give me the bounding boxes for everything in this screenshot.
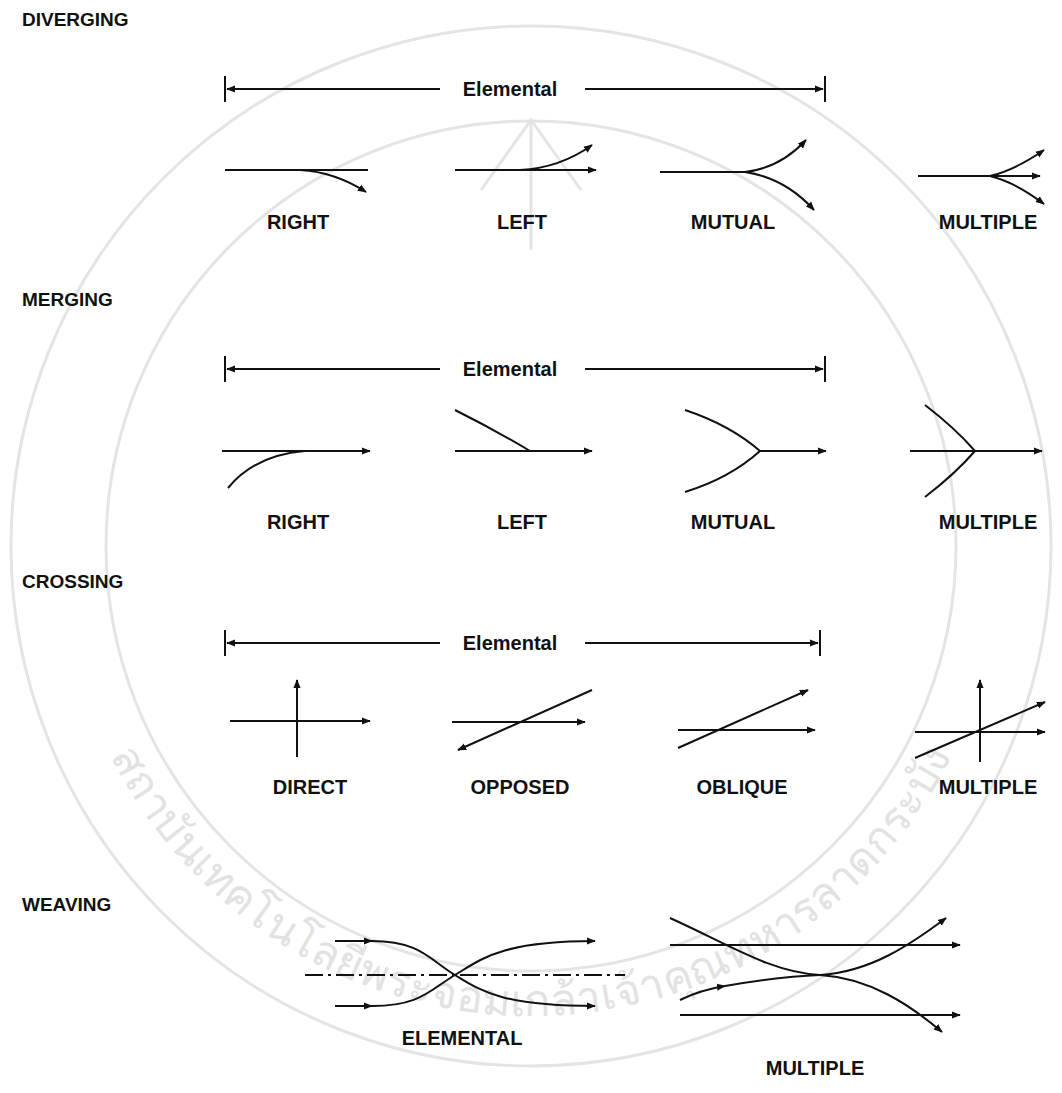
crossing-figures <box>225 630 1045 762</box>
figure-caption: DIRECT <box>273 776 347 798</box>
range-label: Elemental <box>457 632 563 654</box>
range-label: Elemental <box>457 78 563 100</box>
range-label: Elemental <box>457 358 563 380</box>
figure-caption: MUTUAL <box>691 211 775 233</box>
section-heading: CROSSING <box>22 572 123 593</box>
figure-caption: OPPOSED <box>471 776 570 798</box>
figure-caption: LEFT <box>497 511 547 533</box>
weaving-figures <box>305 918 960 1032</box>
section-heading: WEAVING <box>22 895 111 916</box>
watermark-seal <box>11 26 1051 1066</box>
figure-caption: MULTIPLE <box>939 511 1038 533</box>
figure-caption: MUTUAL <box>691 511 775 533</box>
watermark-text: สถาบันเทคโนโลยีพระจอมเกล้าเจ้าคุณทหารลาด… <box>102 737 961 1026</box>
figure-caption: RIGHT <box>267 211 329 233</box>
section-heading: MERGING <box>22 290 113 311</box>
figure-caption: OBLIQUE <box>696 776 787 798</box>
merging-figures <box>222 356 1042 497</box>
figure-caption: LEFT <box>497 211 547 233</box>
figure-caption: ELEMENTAL <box>402 1027 523 1049</box>
figure-caption: MULTIPLE <box>766 1057 865 1079</box>
figure-caption: MULTIPLE <box>939 211 1038 233</box>
figure-caption: MULTIPLE <box>939 776 1038 798</box>
section-heading: DIVERGING <box>22 10 129 31</box>
diverging-figures <box>225 76 1044 210</box>
figure-caption: RIGHT <box>267 511 329 533</box>
